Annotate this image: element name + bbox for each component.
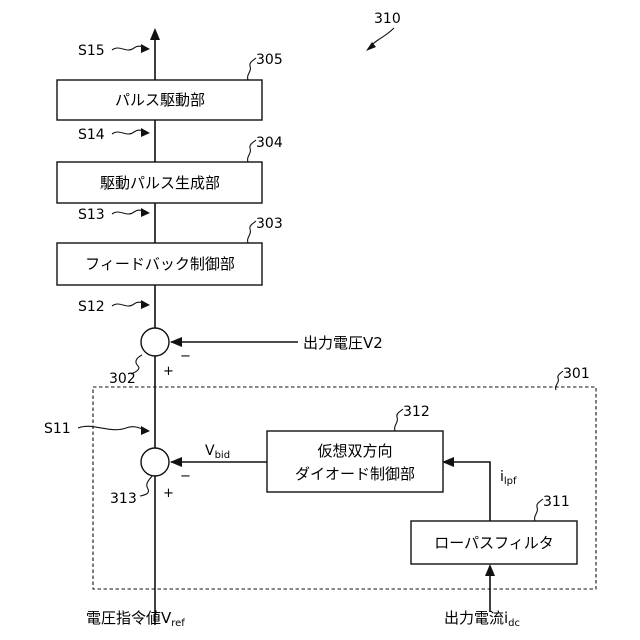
leader-s13-arrowhead bbox=[141, 208, 150, 217]
signal-s12: S12 bbox=[78, 299, 105, 315]
ref-313: 313 bbox=[110, 491, 137, 507]
leader-s14-arrowhead bbox=[141, 128, 150, 137]
block-virtual-diode-ctrl-label-1: 仮想双方向 bbox=[317, 442, 392, 460]
adder-313-plus: + bbox=[163, 486, 174, 501]
ref-304: 304 bbox=[256, 135, 283, 151]
adder-302-plus: + bbox=[163, 364, 174, 379]
adder-302-minus: − bbox=[180, 349, 191, 364]
leader-305 bbox=[248, 58, 256, 80]
ref-310: 310 bbox=[374, 11, 401, 27]
input-voltage-ref-sub: ref bbox=[171, 618, 185, 629]
signal-s14: S14 bbox=[78, 127, 105, 143]
leader-s15-arrowhead bbox=[141, 44, 150, 53]
signal-s11: S11 bbox=[44, 421, 71, 437]
leader-310-arrowhead bbox=[366, 42, 376, 51]
ref-311: 311 bbox=[543, 494, 570, 510]
leader-311 bbox=[535, 499, 543, 521]
wire-ilpf-lpf-to-diode-ctrl bbox=[443, 462, 490, 521]
block-pulse-drive-label: パルス駆動部 bbox=[115, 91, 205, 109]
adder-302 bbox=[141, 328, 169, 356]
ref-305: 305 bbox=[256, 52, 283, 68]
leader-303 bbox=[248, 221, 256, 243]
leader-312 bbox=[395, 409, 403, 431]
input-voltage-ref-main: 電圧指令値V bbox=[86, 609, 172, 627]
leader-313 bbox=[140, 476, 152, 496]
input-output-current-main: 出力電流i bbox=[444, 609, 508, 627]
leader-s14 bbox=[112, 130, 146, 134]
block-feedback-ctrl-label: フィードバック制御部 bbox=[85, 255, 235, 273]
leader-s15 bbox=[112, 46, 146, 50]
arrowhead-output-voltage bbox=[170, 337, 182, 347]
adder-313-minus: − bbox=[180, 469, 191, 484]
leader-304 bbox=[248, 140, 256, 162]
ref-303: 303 bbox=[256, 216, 283, 232]
signal-ilpf: ilpf bbox=[500, 469, 517, 487]
signal-vbid-sub: bid bbox=[215, 450, 230, 461]
block-drive-pulse-gen-label: 駆動パルス生成部 bbox=[100, 174, 220, 192]
input-output-voltage: 出力電圧V2 bbox=[303, 334, 383, 352]
arrowhead-output-current bbox=[485, 564, 495, 576]
arrowhead-output-s15 bbox=[150, 28, 160, 40]
input-output-current-sub: dc bbox=[508, 618, 520, 629]
block-virtual-diode-ctrl-label-2: ダイオード制御部 bbox=[295, 465, 415, 483]
adder-313 bbox=[141, 448, 169, 476]
leader-s12-arrowhead bbox=[141, 300, 150, 309]
block-lowpass-filter-label: ローパスフィルタ bbox=[434, 534, 554, 552]
arrowhead-vbid bbox=[170, 457, 182, 467]
ref-312: 312 bbox=[403, 404, 430, 420]
ref-301: 301 bbox=[563, 366, 590, 382]
leader-s11 bbox=[78, 426, 145, 430]
signal-s13: S13 bbox=[78, 207, 105, 223]
leader-s11-arrowhead bbox=[141, 426, 150, 435]
signal-ilpf-sub: lpf bbox=[504, 476, 517, 487]
input-voltage-ref: 電圧指令値Vref bbox=[86, 609, 185, 629]
signal-s15: S15 bbox=[78, 43, 105, 59]
ref-302: 302 bbox=[109, 371, 136, 387]
signal-vbid: Vbid bbox=[205, 443, 230, 461]
input-output-current: 出力電流idc bbox=[444, 609, 520, 629]
leader-s12 bbox=[112, 302, 146, 306]
arrowhead-ilpf bbox=[442, 457, 454, 467]
signal-vbid-main: V bbox=[205, 443, 215, 459]
leader-s13 bbox=[112, 210, 146, 214]
